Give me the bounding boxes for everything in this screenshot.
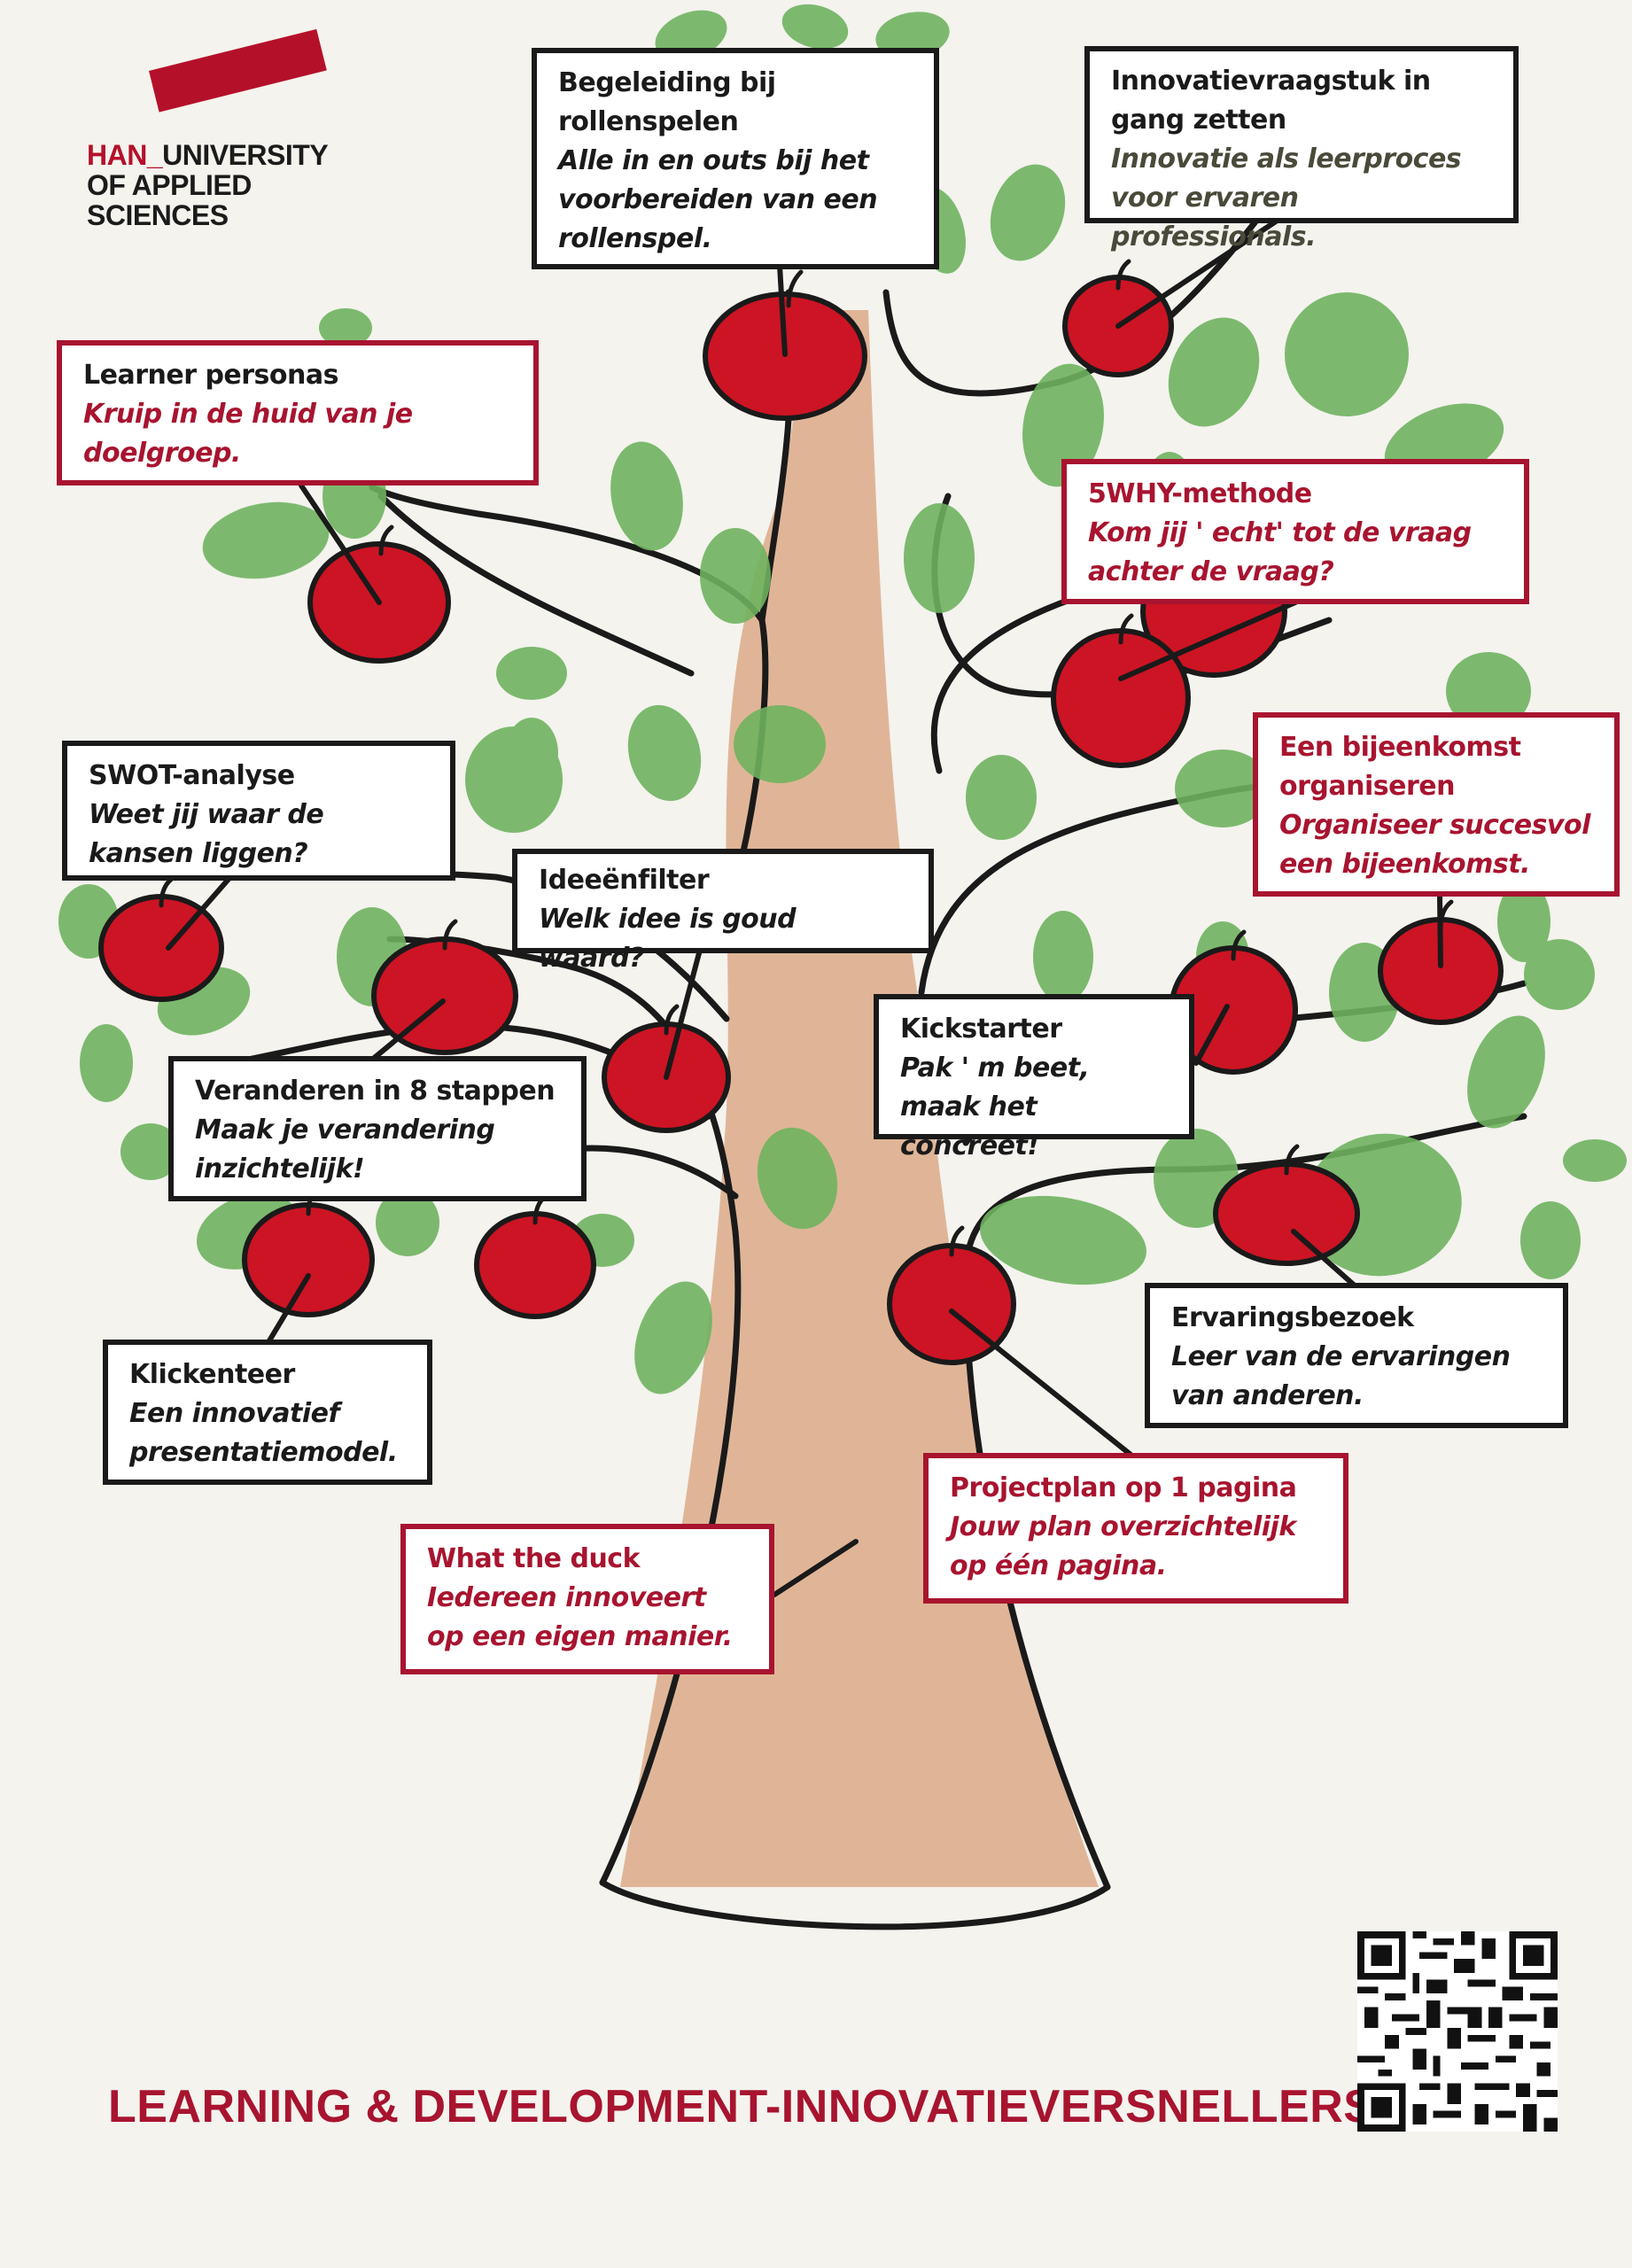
card-subtitle: Weet jij waar de kansen liggen? [89, 796, 431, 874]
logo-wordmark: HAN_UNIVERSITY OF APPLIED SCIENCES [87, 140, 353, 230]
card-rollenspelen: Begeleiding bij rollenspelen Alle in en … [532, 48, 939, 269]
card-kickstarter: Kickstarter Pak ' m beet, maak het concr… [874, 994, 1194, 1139]
logo-han: HAN_ [87, 139, 162, 171]
card-ervaringsbezoek: Ervaringsbezoek Leer van de ervaringen v… [1145, 1283, 1568, 1428]
card-what-the-duck: What the duck Iedereen innoveert op een … [400, 1524, 774, 1674]
card-subtitle: Organiseer succesvol een bijeenkomst. [1279, 806, 1595, 884]
card-title: Ideeënfilter [539, 861, 909, 900]
card-learner-personas: Learner personas Kruip in de huid van je… [57, 340, 539, 485]
qr-code-icon[interactable] [1357, 1931, 1558, 2132]
card-subtitle: Een innovatief presentatiemodel. [129, 1394, 408, 1472]
logo-red-bar [149, 29, 327, 113]
card-5why: 5WHY-methode Kom jij ' echt' tot de vraa… [1061, 459, 1529, 604]
card-subtitle: Innovatie als leerproces voor ervaren pr… [1111, 140, 1494, 257]
card-title: Veranderen in 8 stappen [195, 1072, 562, 1111]
card-subtitle: Iedereen innoveert op een eigen manier. [427, 1579, 750, 1657]
card-subtitle: Alle in en outs bij het voorbereiden van… [558, 142, 914, 259]
card-innovatievraagstuk: Innovatievraagstuk in gang zetten Innova… [1084, 46, 1519, 223]
card-projectplan: Projectplan op 1 pagina Jouw plan overzi… [923, 1453, 1348, 1604]
card-title: Innovatievraagstuk in gang zetten [1111, 62, 1494, 140]
card-subtitle: Leer van de ervaringen van anderen. [1171, 1338, 1543, 1416]
card-title: Een bijeenkomst organiseren [1279, 728, 1595, 806]
card-veranderen: Veranderen in 8 stappen Maak je verander… [168, 1056, 587, 1201]
card-title: Klickenteer [129, 1355, 408, 1394]
logo-applied-sciences: OF APPLIED SCIENCES [87, 169, 252, 231]
card-title: 5WHY-methode [1088, 475, 1504, 514]
card-subtitle: Jouw plan overzichtelijk op één pagina. [950, 1508, 1324, 1586]
card-title: Ervaringsbezoek [1171, 1299, 1543, 1338]
card-subtitle: Pak ' m beet, maak het concreet! [900, 1049, 1170, 1166]
card-subtitle: Welk idee is goud waard? [539, 900, 909, 978]
han-logo: HAN_UNIVERSITY OF APPLIED SCIENCES [87, 35, 353, 213]
card-subtitle: Maak je verandering inzichtelijk! [195, 1111, 562, 1189]
card-title: Begeleiding bij rollenspelen [558, 64, 914, 142]
card-bijeenkomst: Een bijeenkomst organiseren Organiseer s… [1253, 712, 1620, 897]
card-swot: SWOT-analyse Weet jij waar de kansen lig… [62, 741, 455, 881]
card-title: What the duck [427, 1540, 750, 1579]
card-klickenteer: Klickenteer Een innovatief presentatiemo… [103, 1340, 432, 1485]
poster-title: LEARNING & DEVELOPMENT-INNOVATIEVERSNELL… [108, 2080, 1374, 2133]
card-title: Projectplan op 1 pagina [950, 1469, 1324, 1508]
card-ideeenfilter: Ideeënfilter Welk idee is goud waard? [512, 849, 934, 953]
card-subtitle: Kom jij ' echt' tot de vraag achter de v… [1088, 514, 1504, 592]
card-subtitle: Kruip in de huid van je doelgroep. [83, 395, 514, 473]
card-title: Kickstarter [900, 1010, 1170, 1049]
card-title: SWOT-analyse [89, 757, 431, 796]
logo-university: UNIVERSITY [162, 139, 328, 171]
card-title: Learner personas [83, 356, 514, 395]
